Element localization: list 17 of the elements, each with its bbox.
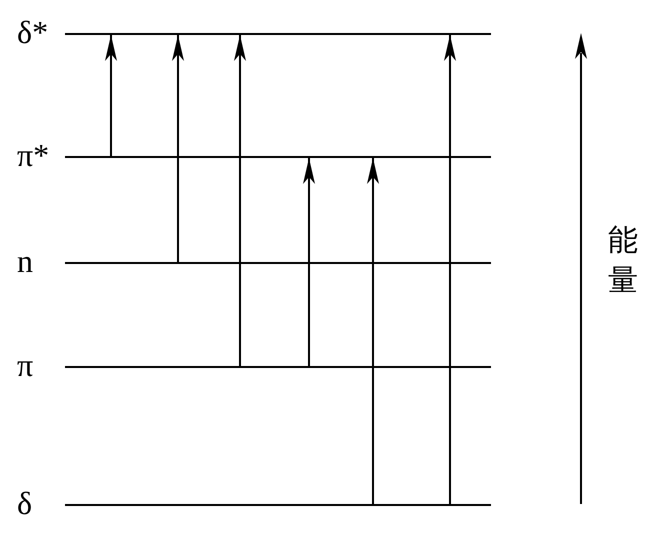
level-label: π*: [17, 139, 50, 171]
level-label: δ*: [17, 16, 48, 48]
level-label: π: [17, 349, 34, 381]
energy-level-line: [65, 504, 491, 506]
level-label: δ: [17, 487, 32, 519]
arrow: [444, 35, 456, 504]
arrow: [303, 158, 315, 366]
level-label: n: [17, 245, 33, 277]
energy-level-line: [65, 33, 491, 35]
arrow: [234, 35, 246, 366]
energy-level-line: [65, 366, 491, 368]
axis-label: 能量: [608, 223, 638, 299]
arrow: [105, 35, 117, 156]
energy-level-line: [65, 156, 491, 158]
arrow: [367, 158, 379, 504]
energy-level-line: [65, 262, 491, 264]
arrow: [172, 35, 184, 262]
